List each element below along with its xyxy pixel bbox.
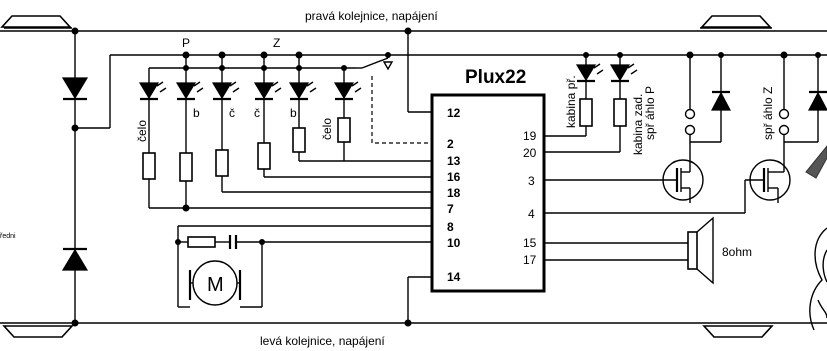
pin-13: 13 (447, 154, 461, 168)
pin-4: 4 (528, 207, 535, 221)
led-label-2: b (193, 106, 200, 120)
pin-12: 12 (447, 106, 461, 120)
cabin-leds (544, 52, 638, 153)
edge-label: ředni (0, 233, 16, 240)
pin-19: 19 (523, 129, 537, 143)
switch (356, 52, 432, 144)
top-rail (0, 15, 827, 32)
pin-15: 15 (523, 236, 537, 250)
bottom-rail-label: levá kolejnice, napájení (260, 334, 385, 348)
coupler-label-z: spř áhlo Z (761, 87, 775, 140)
cabin-label-front: kabina př. (564, 75, 578, 128)
pin-8: 8 (447, 220, 454, 234)
speaker-label: 8ohm (722, 245, 752, 259)
partial-figure (805, 145, 827, 331)
motor-circuit (175, 226, 265, 308)
led-label-4: č (254, 106, 260, 120)
coupler-p (544, 51, 731, 203)
bottom-rail (0, 322, 827, 338)
coupler-z (544, 51, 827, 214)
pin-18: 18 (447, 186, 461, 200)
pin-14: 14 (447, 270, 461, 284)
led-label-3: č (229, 106, 235, 120)
led-label-6: čelo (320, 118, 334, 140)
pin-17: 17 (523, 253, 537, 267)
speaker (544, 216, 714, 285)
chip-title: Plux22 (465, 67, 526, 88)
chip-left-wiring (149, 27, 432, 327)
led-row (138, 55, 362, 212)
pin-16: 16 (447, 170, 461, 184)
rectifier (61, 27, 827, 327)
pin-3: 3 (528, 174, 535, 188)
plux22-chip (430, 93, 546, 293)
motor-label: M (207, 274, 224, 296)
coupler-label-p: spř áhlo P (643, 86, 657, 140)
led-label-1: čelo (135, 120, 149, 142)
led-label-5: b (290, 106, 297, 120)
pin-20: 20 (523, 146, 537, 160)
bus-z-label: Z (273, 36, 280, 50)
pin-7: 7 (447, 202, 454, 216)
top-rail-label: pravá kolejnice, napájení (305, 9, 438, 23)
bus-p-label: P (182, 36, 190, 50)
cabin-label-rear: kabina zad. (631, 94, 645, 155)
pin-2: 2 (447, 137, 454, 151)
pin-10: 10 (447, 236, 461, 250)
